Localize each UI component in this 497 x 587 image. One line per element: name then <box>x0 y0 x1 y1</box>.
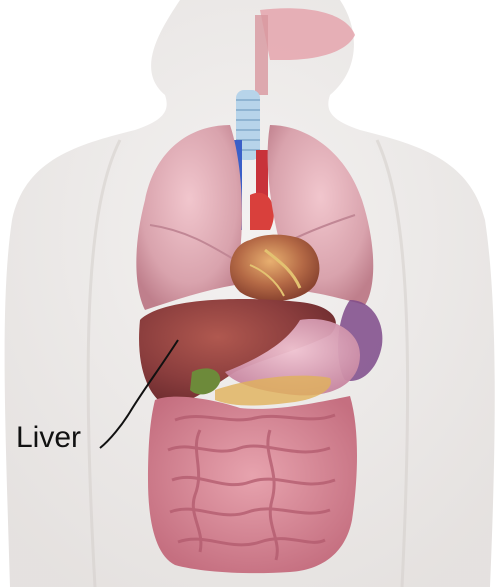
intestines <box>148 396 357 573</box>
liver-label: Liver <box>16 421 81 455</box>
heart <box>230 235 319 301</box>
